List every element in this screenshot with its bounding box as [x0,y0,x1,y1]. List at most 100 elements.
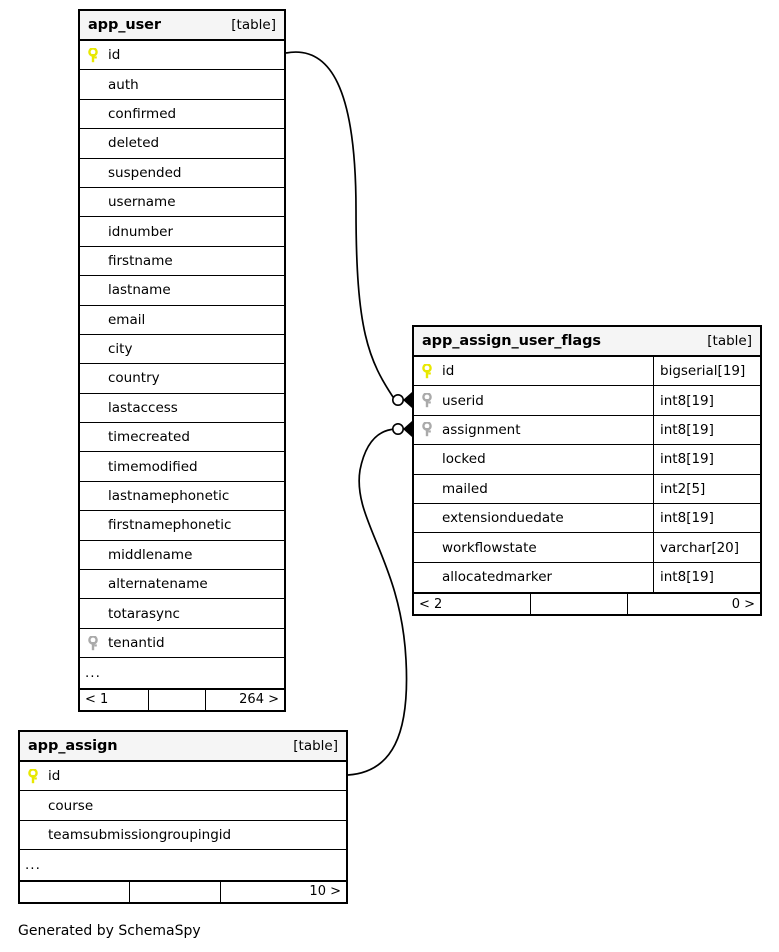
column-name: suspended [108,164,182,181]
column-name: email [108,311,146,328]
foreign-key-icon [88,635,108,651]
relationship-app-user-id-to-app-assign-user-flags-userid [285,51,412,408]
column-name-cell: middlename [80,541,284,569]
table-name: app_user [88,17,161,33]
table-app-assign[interactable]: app_assign [table] id course teamsubmissio… [18,730,348,904]
column-name-cell: locked [414,445,653,473]
column-name: lastnamephonetic [108,488,230,505]
column-name-cell: suspended [80,159,284,187]
table-row[interactable]: alternatename [80,570,284,600]
ellipsis-label: ... [85,664,101,681]
footer-child-count[interactable]: 0 > [626,594,760,615]
table-footer-app-assign: 10 > [20,879,346,902]
footer-parent-count[interactable]: < 1 [85,692,109,708]
table-row[interactable]: lastnamephonetic [80,481,284,512]
column-name: country [108,370,160,387]
column-name: locked [442,451,486,468]
ellipsis-label: ... [25,856,41,873]
column-name-cell: email [80,306,284,334]
column-name-cell: lastnamephonetic [80,482,284,510]
table-header-app-assign: app_assign [table] [20,732,346,762]
column-name-cell: extensionduedate [414,504,653,532]
column-name: id [48,768,61,785]
footer-middle [129,881,220,902]
footer-child-count[interactable]: 264 > [205,689,284,710]
column-name-cell: idnumber [80,217,284,245]
table-row[interactable]: timemodified [80,452,284,482]
column-name-cell: tenantid [80,629,284,657]
table-row[interactable]: totarasync [80,599,284,629]
table-row[interactable]: lastaccess [80,393,284,424]
footer-middle [148,689,205,710]
column-name: assignment [442,421,521,438]
column-name-cell: course [20,791,346,819]
table-row[interactable]: firstname [80,246,284,277]
table-row[interactable]: lastname [80,276,284,306]
footer-child-count[interactable]: 10 > [220,881,346,902]
more-columns-cell: ... [20,850,346,879]
table-row[interactable]: course [20,791,346,821]
column-name: timecreated [108,429,190,446]
table-header-app-assign-user-flags: app_assign_user_flags [table] [414,327,760,357]
column-name-cell: workflowstate [414,533,653,561]
table-row[interactable]: city [80,334,284,365]
column-name-cell: timemodified [80,452,284,480]
column-name: confirmed [108,105,177,122]
table-row[interactable]: id [80,41,284,71]
column-name: idnumber [108,223,174,240]
column-name: userid [442,392,484,409]
column-name-cell: username [80,188,284,216]
table-row[interactable]: userid int8[19] [414,386,760,416]
column-name: course [48,797,94,814]
table-row[interactable]: country [80,364,284,394]
table-row[interactable]: timecreated [80,423,284,453]
table-header-app-user: app_user [table] [80,11,284,41]
column-name-cell: confirmed [80,100,284,128]
table-type-tag: [table] [293,738,338,754]
table-row[interactable]: firstnamephonetic [80,511,284,541]
column-name-cell: teamsubmissiongroupingid [20,821,346,849]
column-name-cell: deleted [80,129,284,157]
column-name-cell: id [414,357,653,385]
column-name-cell: userid [414,386,653,414]
foreign-key-icon [422,422,442,437]
column-type: bigserial[19] [653,357,760,386]
relationship-app-assign-id-to-app-assign-user-flags-assignment [347,421,412,776]
table-row[interactable]: locked int8[19] [414,445,760,475]
footer-parent-count[interactable] [20,882,129,902]
column-name-cell: assignment [414,416,653,444]
table-row[interactable]: auth [80,70,284,100]
column-name-cell: mailed [414,475,653,503]
table-row[interactable]: middlename [80,540,284,571]
column-name-cell: timecreated [80,423,284,451]
table-row[interactable]: idnumber [80,217,284,247]
column-type: int8[19] [653,445,760,474]
column-type: int8[19] [653,562,760,593]
column-type: int8[19] [653,386,760,415]
table-row[interactable]: teamsubmissiongroupingid [20,820,346,851]
column-name-cell: country [80,364,284,392]
table-row[interactable]: id [20,762,346,792]
table-row[interactable]: suspended [80,158,284,188]
table-footer-app-assign-user-flags: < 2 0 > [414,592,760,615]
table-row-more-columns[interactable]: ... [20,850,346,880]
table-row[interactable]: tenantid [80,628,284,659]
table-row[interactable]: deleted [80,129,284,159]
table-row[interactable]: confirmed [80,99,284,130]
table-row[interactable]: username [80,187,284,218]
column-name-cell: lastaccess [80,394,284,422]
column-name-cell: firstnamephonetic [80,511,284,539]
footer-parent-count[interactable]: < 2 [419,596,443,612]
footer-middle [529,594,627,615]
table-row-more-columns[interactable]: ... [80,658,284,688]
table-row[interactable]: email [80,305,284,335]
